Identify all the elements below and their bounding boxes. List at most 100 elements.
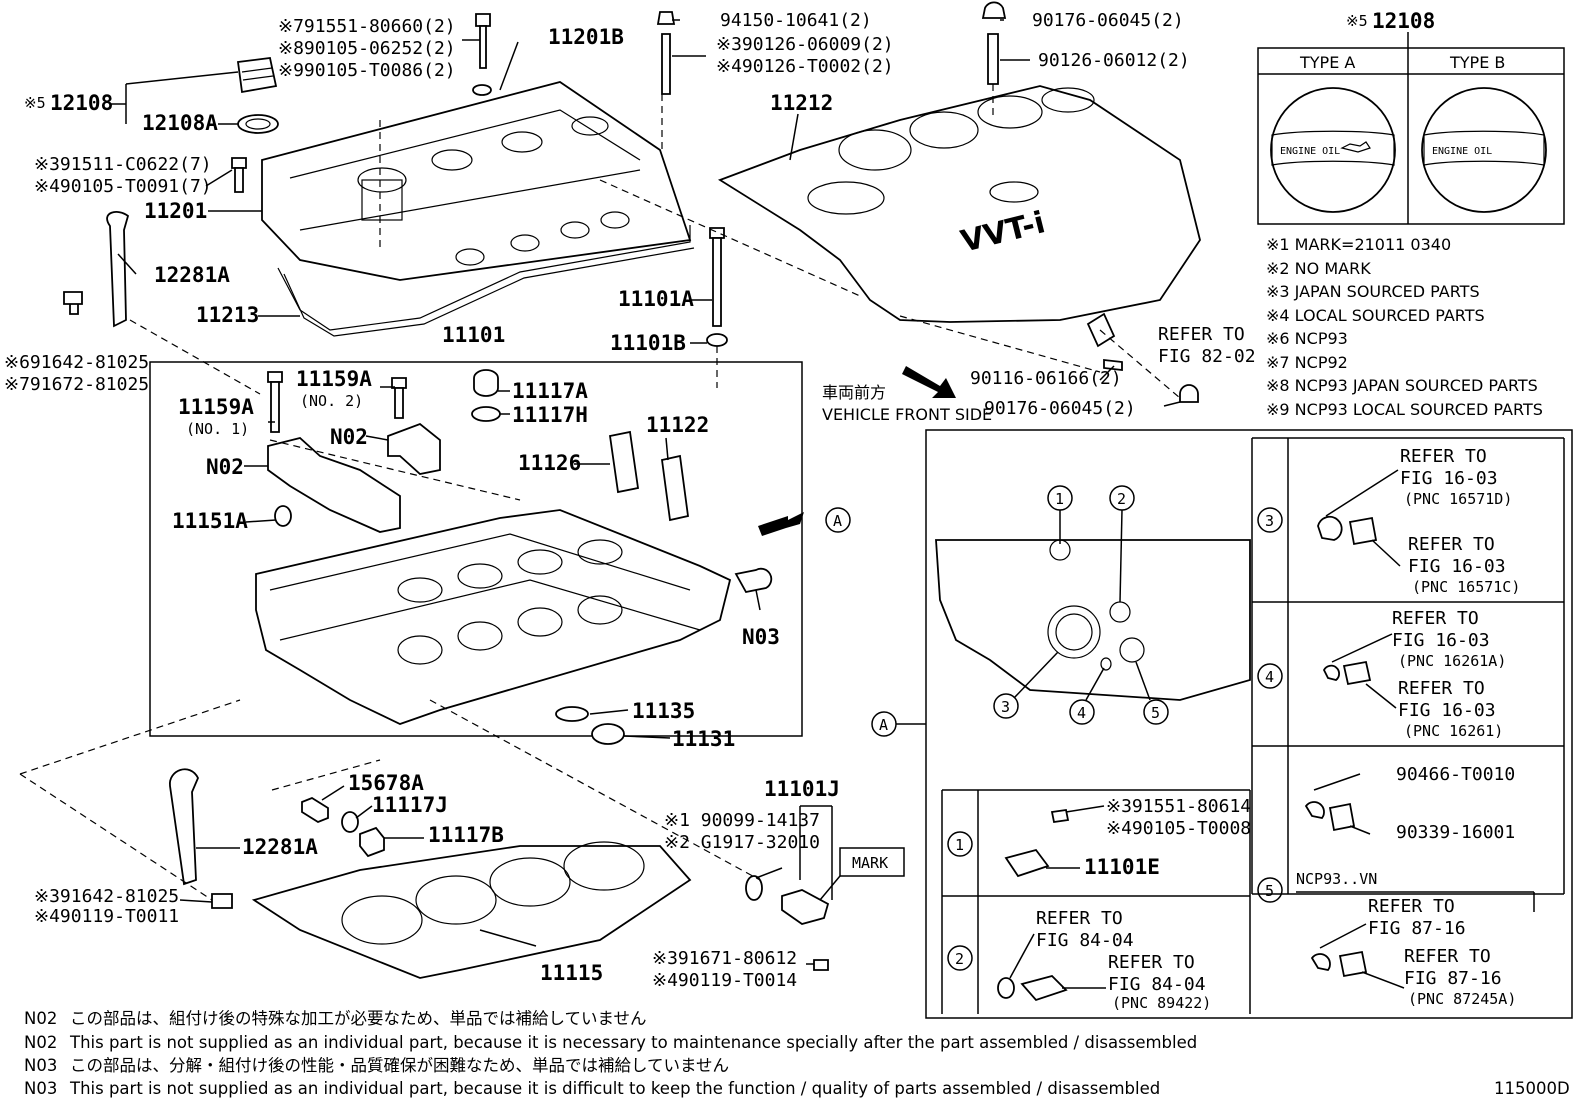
oil-cap-type-b [1421,87,1547,213]
callout-11212: 11212 [770,91,833,115]
callout-N02-a: N02 [330,425,368,449]
legend-2: ※2 NO MARK [1266,259,1371,278]
detail-callout-3: 3 [1001,698,1010,716]
row4-refer-1: REFER TO [1392,608,1479,629]
callout-90099-14137: ※1 90099-14137 [664,810,820,831]
detail-port-3 [1047,605,1101,659]
note-1-text: この部品は、組付け後の特殊な加工が必要なため、単品では補給していません [70,1009,647,1028]
row4-pnc-1: (PNC 16261A) [1398,652,1506,670]
callout-15678A: 15678A [348,771,424,795]
callout-11115: 11115 [540,961,603,985]
detail-view-a: A 1 2 3 4 5 3 4 [871,429,1573,1019]
row5-fig-1: FIG 87-16 [1368,918,1466,939]
stud-bolt-b [987,33,999,85]
row1-part-90105-T0008: ※490105-T0008 [1106,818,1251,839]
callout-no2: (NO. 2) [300,392,363,410]
oil-cap-type-a [1270,87,1396,213]
note-4-code: N03 [24,1079,57,1098]
callout-fig-82-02: FIG 82-02 [1158,346,1256,367]
valve-cover-group [63,1,1007,347]
callout-94150-10641: 94150-10641(2) [720,10,872,31]
row3-refer-2: REFER TO [1408,534,1495,555]
stud-bolt-a [661,33,671,95]
callout-11101J: 11101J [764,777,840,801]
valve-bolt [813,959,829,971]
vehicle-front-arrow-icon [902,366,956,398]
callout-91642-81025-6: ※691642-81025 [4,352,149,373]
callout-11201: 11201 [144,199,207,223]
cam-cap-bolt-2-head [391,377,407,389]
front-label-jp: 車両前方 [822,383,886,402]
cap-nut-b [981,1,1007,19]
engine-cover [717,85,1201,323]
detail-callout-4: 4 [1077,704,1086,722]
callout-90105-06252: ※890105-06252(2) [278,38,456,59]
hose-87245A [1338,950,1368,978]
view-a-marker-label: A [833,512,842,530]
oil-can-icon [1340,141,1371,153]
view-a-marker [825,507,851,533]
callout-11159A-no2: 11159A [296,367,372,391]
callout-91642-81025-3: ※391642-81025 [34,886,179,907]
row3-fig-2: FIG 16-03 [1408,556,1506,577]
head-bolt-washer [706,333,728,347]
callout-11101: 11101 [442,323,505,347]
hose-90339-16001 [1328,802,1356,832]
callout-91671-80612: ※391671-80612 [652,948,797,969]
callout-12108: 12108 [50,91,113,115]
row4-fig-1: FIG 16-03 [1392,630,1490,651]
plug-11117A [473,369,499,397]
row-3-index: 3 [1265,512,1274,530]
row2-fig-2: FIG 84-04 [1108,974,1206,995]
note-2-text: This part is not supplied as an individu… [69,1033,1197,1052]
row5-pnc-2: (PNC 87245A) [1408,990,1516,1008]
row1-part-91551-80614: ※391551-80614 [1106,796,1251,817]
row5-part-90339: 90339-16001 [1396,822,1515,843]
cylinder-head [255,509,732,725]
note-2-code: N02 [24,1033,57,1052]
cam-cap-bolt-1 [270,381,280,433]
callout-N02-b: N02 [206,455,244,479]
callout-12108-mark: ※5 [24,94,46,112]
gasket-11117H [471,406,501,422]
note-4-text: This part is not supplied as an individu… [69,1079,1160,1098]
mark-label: MARK [852,854,888,872]
cover-bracket [1086,312,1116,348]
gasket-11117J [341,811,359,833]
hose-clamp-16261A [1322,664,1340,681]
cover-bolt-head [475,13,491,27]
front-label-en: VEHICLE FRONT SIDE [822,405,992,424]
cap-type-box [1257,47,1565,225]
row3-pnc-2: (PNC 16571C) [1412,578,1520,596]
hose-16261 [1342,660,1372,686]
cover-bolt-small [234,167,244,193]
row3-fig-1: FIG 16-03 [1400,468,1498,489]
bottom-parts-group: MARK [169,768,905,979]
bottom-callouts: 15678A 11117J 11117B 12281A ※391642-8102… [34,771,840,991]
cover-nut [1179,384,1199,403]
row5-ncp93vn: NCP93..VN [1296,870,1377,888]
engine-hanger-top [106,211,130,328]
callout-12281A-top: 12281A [154,263,230,287]
note-3-text: この部品は、分解・組付け後の性能・品質確保が困難なため、単品では補給していません [70,1056,729,1075]
callout-12108A: 12108A [142,111,218,135]
cover-bracket-bolt [1103,358,1123,372]
callout-11122: 11122 [646,413,709,437]
callout-90119-T0014: ※490119-T0014 [652,970,797,991]
row1-part-11101E: 11101E [1084,855,1160,879]
type-a-label: TYPE A [1299,53,1355,72]
callout-11159A-no1: 11159A [178,395,254,419]
detail-port-4 [1100,657,1112,671]
callout-90176-06045-bot: 90176-06045(2) [984,398,1136,419]
view-a-arrow-icon [758,512,804,536]
callout-11117J: 11117J [372,793,448,817]
cylinder-head-callouts: 11159A (NO. 1) 11159A (NO. 2) N02 N02 11… [172,367,780,751]
cylinder-head-cover [261,81,692,281]
legend-9: ※9 NCP93 LOCAL SOURCED PARTS [1266,400,1543,419]
oil-cap-b-text: ENGINE OIL [1432,146,1492,157]
callout-11117A: 11117A [512,379,588,403]
row-1-index: 1 [955,836,964,854]
row5-refer-1: REFER TO [1368,896,1455,917]
oil-cap-gasket [237,114,279,134]
row-2-index: 2 [955,950,964,968]
